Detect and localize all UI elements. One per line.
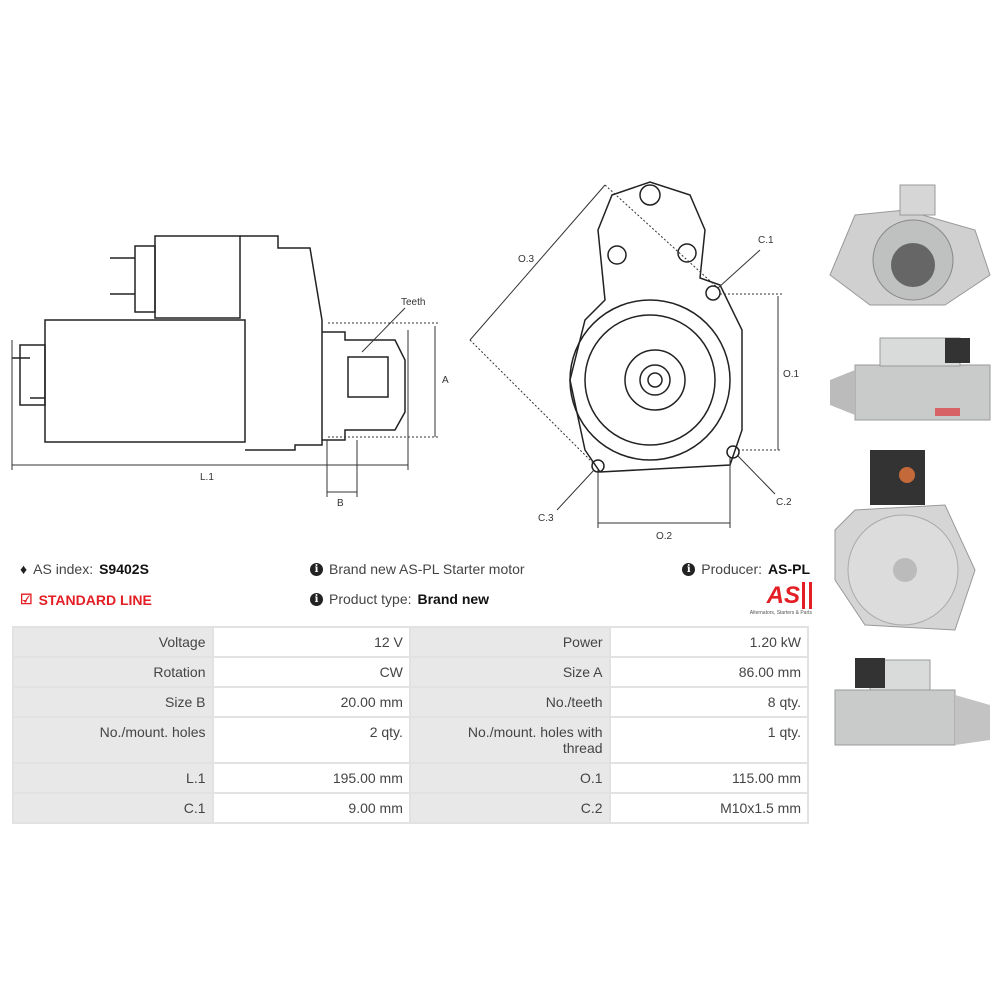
as-index: ♦ AS index: S9402S	[20, 561, 149, 577]
spec-value: 1 qty.	[608, 716, 810, 764]
spec-key: Voltage	[12, 626, 214, 658]
o2-label: O.2	[656, 531, 673, 542]
photo-front[interactable]	[829, 184, 991, 306]
line-label: STANDARD LINE	[38, 591, 152, 608]
spec-key: Power	[408, 626, 611, 658]
product-type-label: Product type:	[329, 591, 412, 607]
o3-label: O.3	[518, 254, 535, 265]
spec-value: 195.00 mm	[211, 762, 411, 794]
producer-label: Producer:	[701, 561, 762, 577]
logo-text: AS	[766, 582, 812, 609]
c2-label: C.2	[776, 497, 792, 508]
spec-key: Size B	[12, 686, 214, 718]
description-text: Brand new AS-PL Starter motor	[329, 561, 525, 577]
producer-value: AS-PL	[768, 561, 810, 577]
info-icon: i	[682, 562, 696, 576]
spec-key: C.2	[408, 792, 611, 824]
producer: i Producer: AS-PL	[682, 561, 810, 577]
info-icon: i	[310, 562, 323, 576]
photo-side-2[interactable]	[834, 658, 990, 746]
description: i Brand new AS-PL Starter motor	[310, 561, 525, 577]
spec-key: No./mount. holes	[12, 716, 214, 764]
info-icon: i	[310, 592, 323, 606]
spec-value: 1.20 kW	[608, 626, 810, 658]
logo-subtitle: Alternators, Starters & Parts	[749, 610, 812, 616]
spec-value: 115.00 mm	[608, 762, 810, 794]
standard-line: ☑ STANDARD LINE	[20, 591, 152, 608]
front-view-diagram: O.3 O.1 O.2 C.1 C.2 C.3	[469, 181, 800, 542]
spec-value: 2 qty.	[211, 716, 411, 764]
as-pl-logo: AS Alternators, Starters & Parts	[730, 582, 812, 616]
product-type: i Product type: Brand new	[310, 591, 489, 607]
o1-label: O.1	[783, 369, 800, 380]
product-photos	[829, 184, 991, 746]
spec-key: Rotation	[12, 656, 214, 688]
spec-key: No./teeth	[408, 686, 611, 718]
l1-label: L.1	[200, 472, 214, 483]
spec-key: No./mount. holes with thread	[408, 716, 611, 764]
spec-value: 86.00 mm	[608, 656, 810, 688]
spec-value: CW	[211, 656, 411, 688]
spec-value: 12 V	[211, 626, 411, 658]
b-label: B	[337, 498, 344, 509]
spec-key: Size A	[408, 656, 611, 688]
spec-key: O.1	[408, 762, 611, 794]
spec-value: 20.00 mm	[211, 686, 411, 718]
as-index-label: AS index:	[33, 561, 94, 577]
checkbox-icon: ☑	[20, 591, 33, 607]
c1-label: C.1	[758, 235, 774, 246]
c3-label: C.3	[538, 513, 554, 524]
spec-value: 9.00 mm	[211, 792, 411, 824]
tag-icon: ♦	[20, 561, 28, 577]
side-view-diagram: Teeth A B L.1	[11, 235, 449, 509]
photo-side[interactable]	[830, 337, 991, 421]
as-index-value: S9402S	[99, 561, 149, 577]
a-label: A	[442, 375, 449, 386]
photo-rear[interactable]	[834, 450, 976, 631]
teeth-label: Teeth	[401, 297, 425, 308]
spec-value: 8 qty.	[608, 686, 810, 718]
product-type-value: Brand new	[417, 591, 490, 607]
spec-value: M10x1.5 mm	[608, 792, 810, 824]
spec-key: C.1	[12, 792, 214, 824]
spec-key: L.1	[12, 762, 214, 794]
